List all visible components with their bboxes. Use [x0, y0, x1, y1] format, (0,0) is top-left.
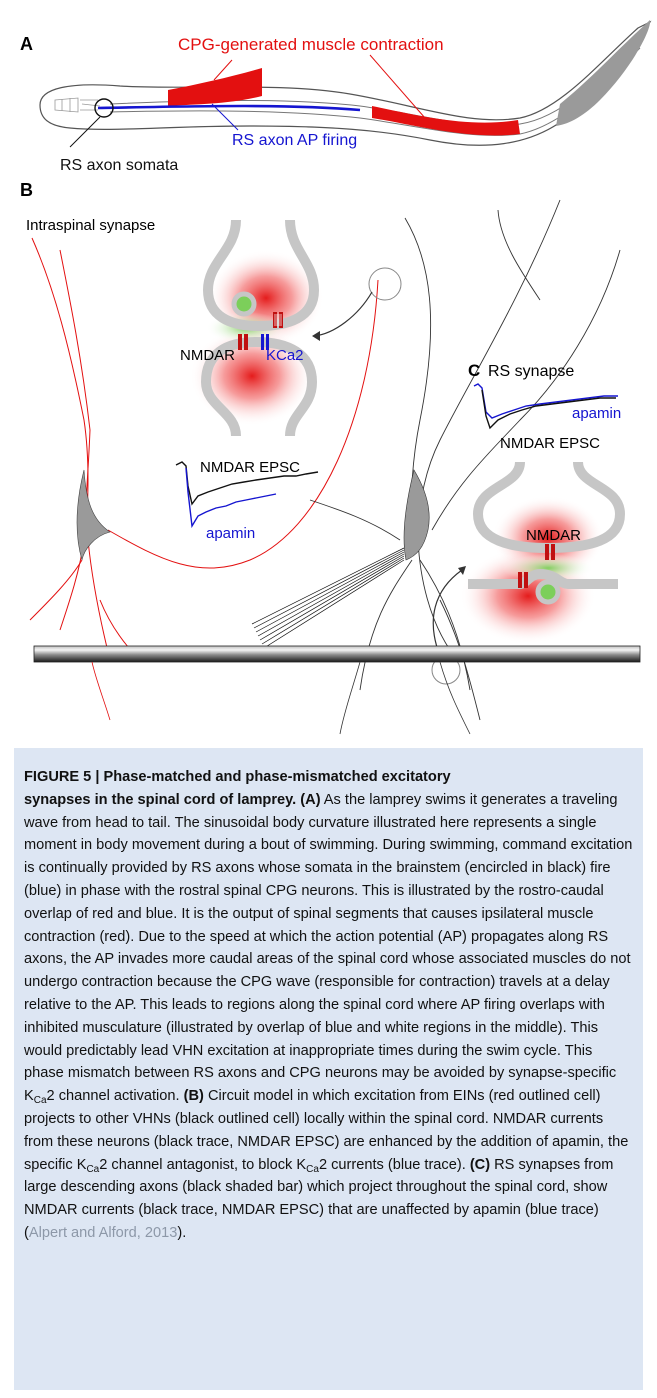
callout-arrowhead-c [458, 566, 466, 575]
ein-red-outlined-cell [30, 238, 378, 660]
lamprey-head-detail [55, 98, 100, 112]
caudal-contraction-red [372, 106, 520, 135]
vhn-soma-gray [404, 470, 429, 560]
panel-a: A CPG-generated muscle contraction RS ax… [20, 20, 650, 174]
somata-leader-line [70, 117, 100, 147]
figure-5-illustration: A CPG-generated muscle contraction RS ax… [0, 0, 657, 735]
rs-axon-fan-black [252, 548, 404, 648]
caption-sub-3: Ca [306, 1164, 319, 1175]
ein-soma-gray [77, 470, 110, 560]
nmdar-label-c: NMDAR [526, 527, 581, 544]
rs-axon-blue [98, 106, 360, 110]
rs-axon-ap-label: RS axon AP firing [232, 132, 357, 149]
epsc-label-c: NMDAR EPSC [500, 435, 600, 452]
spine-green [234, 294, 254, 314]
caption-heading-2: synapses in the spinal cord of lamprey. [24, 792, 296, 808]
caption-text-b2: 2 channel antagonist, to block K [99, 1157, 306, 1173]
intraspinal-synapse-label: Intraspinal synapse [26, 217, 155, 234]
caption-sub-2: Ca [86, 1164, 99, 1175]
rs-spine-green [538, 582, 558, 602]
callout-arrowhead-b [312, 331, 320, 341]
panel-c-label: C [468, 361, 480, 380]
tail-gray-region [556, 20, 650, 126]
caption-ref-c: (C) [470, 1157, 490, 1173]
caption-text-a1: As the lamprey swims it generates a trav… [24, 792, 632, 1104]
caption-sub-1: Ca [34, 1095, 47, 1106]
panel-b-label: B [20, 180, 33, 200]
lower-branches [92, 662, 470, 734]
rs-axon-shaded-bar [34, 646, 640, 662]
caption-heading-1: FIGURE 5 | Phase-matched and phase-misma… [24, 769, 451, 785]
panel-c: C RS synapse apamin NMDAR EPSC NMDAR [432, 361, 621, 684]
nmdar-receptor-upper [273, 312, 283, 328]
panel-a-label: A [20, 34, 33, 54]
synapse-callout-circle-b [369, 268, 401, 300]
vhn-black-outlined-cell [310, 200, 620, 720]
nmdar-label-b: NMDAR [180, 347, 235, 364]
apamin-label-b: apamin [206, 525, 255, 542]
epsc-label-b: NMDAR EPSC [200, 459, 300, 476]
caption-text-c2: ). [177, 1225, 186, 1241]
rs-somata-label: RS axon somata [60, 157, 178, 174]
caption-ref-a: (A) [300, 792, 320, 808]
apamin-label-c: apamin [572, 405, 621, 422]
kca2-label-b: KCa2 [266, 347, 304, 364]
caption-ref-b: (B) [184, 1088, 204, 1104]
epsc-trace-blue-b [186, 468, 276, 526]
rs-synapse-title: RS synapse [488, 363, 574, 380]
citation-link[interactable]: Alpert and Alford, 2013 [29, 1225, 177, 1241]
figure-caption: FIGURE 5 | Phase-matched and phase-misma… [24, 766, 636, 1245]
cpg-contraction-label: CPG-generated muscle contraction [178, 35, 444, 54]
caption-text-a2: 2 channel activation. [47, 1088, 180, 1104]
caption-text-b3: 2 currents (blue trace). [319, 1157, 466, 1173]
